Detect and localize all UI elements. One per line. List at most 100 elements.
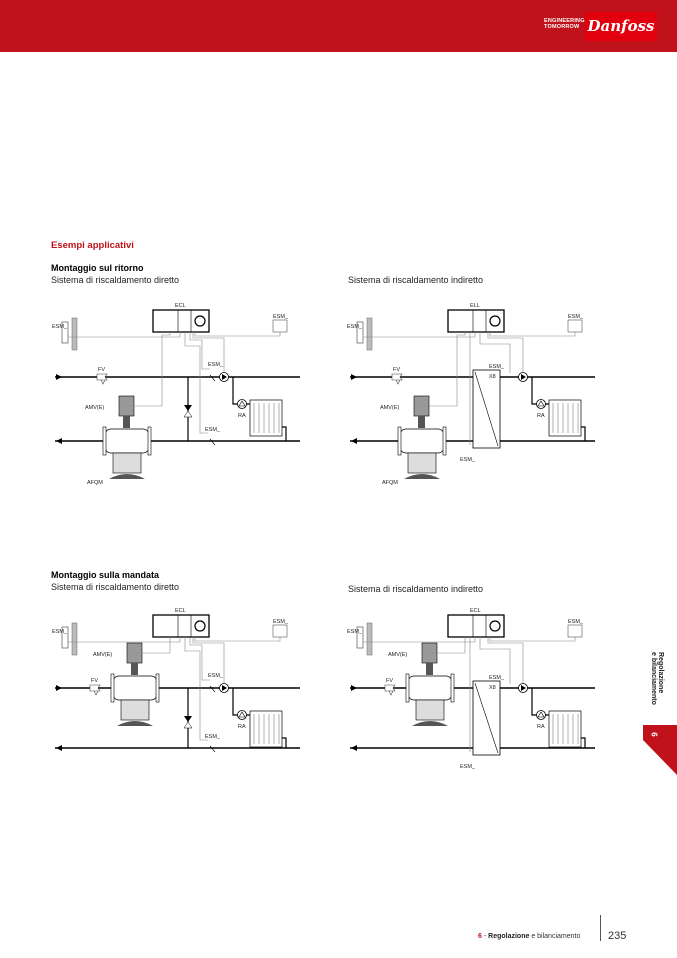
control-valve: [407, 675, 453, 701]
flow-arrow-icon: [56, 438, 62, 444]
return-sensor-label: ESM_: [205, 427, 221, 433]
radiator-return: [282, 737, 287, 748]
supply-sensor-label: ESM_: [208, 673, 224, 679]
actuator-wire: [127, 332, 171, 407]
flow-arrow-icon: [56, 374, 62, 380]
flow-arrow-icon: [56, 685, 62, 691]
filter-label: FV: [393, 367, 400, 373]
valve-label: AFQM: [87, 480, 103, 486]
filter-icon: [384, 684, 396, 696]
wall-hatch: [366, 622, 373, 656]
return-sensor-label: ESM_: [460, 764, 476, 770]
controller-dial-icon: [194, 315, 206, 327]
supply-sensor-label: ESM_: [489, 364, 505, 370]
footer-divider: [600, 915, 601, 941]
sensor-wire: [489, 332, 576, 337]
radiator-valve-label: RA: [238, 413, 246, 419]
supply-sensor-label: ESM_: [489, 675, 505, 681]
heat-exchanger-diagonal: [474, 371, 499, 447]
pump-wire: [192, 637, 225, 683]
return-sensor-label: ESM_: [205, 734, 221, 740]
exchanger-label: X8: [489, 374, 496, 380]
valve-flange: [442, 426, 447, 456]
chapter-tab[interactable]: [643, 725, 677, 775]
outdoor-sensor-label: ESM_: [52, 324, 68, 330]
sensor-wire: [194, 637, 281, 642]
controller-label: ECL: [175, 303, 186, 309]
control-valve: [104, 428, 150, 454]
flow-arrow-icon: [351, 685, 357, 691]
wall-hatch: [366, 317, 373, 351]
actuator-label: AMV(E): [380, 405, 399, 411]
radiator: [249, 399, 283, 437]
diaphragm-housing: [415, 699, 445, 721]
diaphragm: [117, 721, 153, 726]
valve-flange: [405, 673, 410, 703]
actuator-label: AMV(E): [93, 652, 112, 658]
room-sensor: [272, 624, 288, 638]
controller-dial-icon: [194, 620, 206, 632]
actuator-wire: [135, 637, 171, 654]
flow-arrow-icon: [351, 745, 357, 751]
diaphragm-housing: [407, 452, 437, 474]
flow-arrow-icon: [351, 374, 357, 380]
tagline-line-2: TOMORROW: [544, 24, 580, 30]
radiator-return: [282, 426, 287, 441]
sensor-wire: [68, 332, 181, 338]
controller-box: [447, 309, 505, 333]
footer-separator: -: [481, 933, 489, 940]
controller-box: [152, 309, 210, 333]
controller-dial-icon: [489, 315, 501, 327]
diaphragm: [109, 474, 145, 479]
filter-label: FV: [91, 678, 98, 684]
subtitle-direct: Sistema di riscaldamento diretto: [51, 582, 180, 592]
sensor-wire: [184, 332, 208, 434]
control-valve: [399, 428, 445, 454]
outdoor-sensor: [61, 321, 69, 344]
controller-dial-icon: [489, 620, 501, 632]
radiator-valve-symbol: [238, 711, 246, 718]
footer-chapter-number: 6: [478, 933, 482, 940]
actuator-label: AMV(E): [388, 652, 407, 658]
heat-exchanger-diagonal: [474, 682, 499, 754]
section-title: Esempi applicativi: [51, 240, 134, 251]
sensor-wire: [184, 637, 208, 741]
radiator: [548, 399, 582, 437]
page-number: 235: [608, 930, 627, 942]
sensor-wire: [194, 332, 281, 337]
room-sensor-label: ESM_: [273, 619, 289, 625]
controller-label: ECL: [175, 608, 186, 614]
actuator-wire: [430, 637, 466, 654]
diaphragm: [412, 721, 448, 726]
outdoor-sensor-label: ESM_: [347, 629, 363, 635]
wall-hatch: [71, 317, 78, 351]
sensor-probe: [209, 685, 216, 693]
filter-label: FV: [98, 367, 105, 373]
sensor-wire: [189, 637, 210, 681]
diaphragm-housing: [120, 699, 150, 721]
radiator-valve-symbol: [238, 400, 246, 407]
filter-icon: [96, 373, 108, 385]
valve-flange: [155, 673, 160, 703]
sensor-wire: [68, 637, 181, 643]
valve-flange: [102, 426, 107, 456]
valve-flange: [147, 426, 152, 456]
check-valve-icon: [183, 410, 193, 418]
group-title-return: Montaggio sul ritorno: [51, 263, 144, 273]
room-sensor-label: ESM_: [568, 314, 584, 320]
sensor-probe: [209, 438, 216, 446]
radiator-valve-symbol: [537, 400, 545, 407]
valve-flange: [397, 426, 402, 456]
sensor-probe: [209, 374, 216, 382]
pump-wire: [487, 637, 524, 683]
outdoor-sensor: [356, 321, 364, 344]
pump-wire: [192, 332, 225, 372]
room-sensor: [567, 319, 583, 333]
diaphragm-housing: [112, 452, 142, 474]
sensor-wire: [489, 637, 576, 642]
check-valve-icon: [184, 405, 192, 411]
footer-chapter: 6 - Regolazione e bilanciamento: [478, 933, 580, 940]
